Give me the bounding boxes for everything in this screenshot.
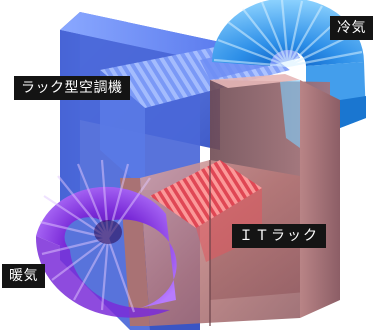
rack-airflow: [150, 160, 262, 228]
rack-ac-label: ラック型空調機: [14, 76, 130, 100]
it-rack-label: ＩＴラック: [232, 224, 326, 248]
warm-air-label: 暖気: [2, 264, 45, 288]
warm-air-fan: [35, 159, 177, 318]
cold-air-label: 冷気: [330, 16, 373, 40]
